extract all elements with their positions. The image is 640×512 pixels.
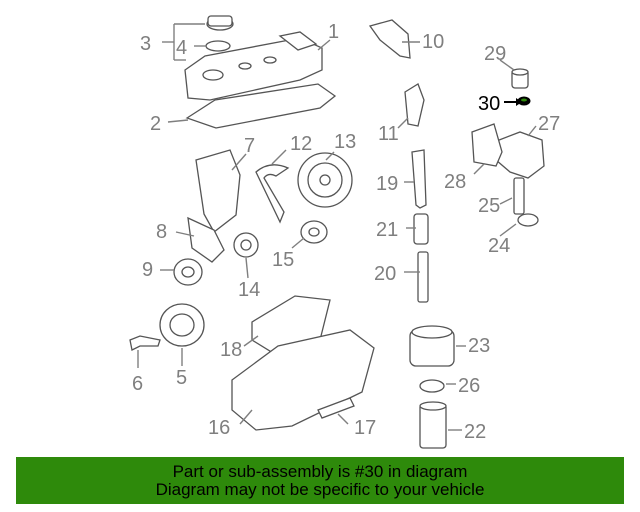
callout-17[interactable]: 17 <box>354 417 376 439</box>
callout-20[interactable]: 20 <box>374 263 396 285</box>
callout-9[interactable]: 9 <box>142 259 153 281</box>
notice-banner: Part or sub-assembly is #30 in diagram D… <box>16 457 624 504</box>
callout-13[interactable]: 13 <box>334 131 356 153</box>
parts-diagram: 3 4 1 10 29 30 27 2 11 7 12 13 19 28 25 … <box>129 15 560 449</box>
part-cover-gasket[interactable] <box>185 83 337 129</box>
callout-6[interactable]: 6 <box>132 373 143 395</box>
part-filter-housing[interactable] <box>409 325 455 367</box>
callout-labels: 3 4 1 10 29 30 27 2 11 7 12 13 19 28 25 … <box>132 21 560 443</box>
part-dipstick[interactable] <box>411 149 427 209</box>
callout-19[interactable]: 19 <box>376 173 398 195</box>
part-dipstick-tube[interactable] <box>417 251 429 303</box>
part-dipstick-tube-upper[interactable] <box>413 213 429 245</box>
part-cap-seal[interactable] <box>205 40 231 52</box>
part-oil-pan[interactable] <box>231 329 375 431</box>
callout-22[interactable]: 22 <box>464 421 486 443</box>
callout-29[interactable]: 29 <box>484 43 506 65</box>
part-filter-cap-seal[interactable] <box>419 379 445 393</box>
leader-lines <box>137 23 537 431</box>
part-flange[interactable] <box>173 258 203 286</box>
banner-line-1: Part or sub-assembly is #30 in diagram <box>172 461 468 481</box>
callout-28[interactable]: 28 <box>444 171 466 193</box>
part-timing-belt[interactable] <box>255 164 290 224</box>
part-timing-cover-lower[interactable] <box>195 149 241 233</box>
part-bolt[interactable] <box>129 335 161 351</box>
part-camshaft-sprocket[interactable] <box>297 152 353 208</box>
part-sealant-tube[interactable] <box>317 397 355 419</box>
callout-2[interactable]: 2 <box>150 113 161 135</box>
part-rear-cover[interactable] <box>187 216 225 263</box>
part-oil-cooler[interactable] <box>471 123 503 167</box>
part-o-ring[interactable] <box>517 213 539 227</box>
callout-24[interactable]: 24 <box>488 235 510 257</box>
callout-25[interactable]: 25 <box>478 195 500 217</box>
callout-16[interactable]: 16 <box>208 417 230 439</box>
part-cap-29[interactable] <box>511 68 529 89</box>
callout-11[interactable]: 11 <box>378 123 399 145</box>
part-crank-sprocket[interactable] <box>233 232 259 258</box>
callout-30[interactable]: 30 <box>478 93 500 115</box>
callout-21[interactable]: 21 <box>376 219 398 241</box>
callout-27[interactable]: 27 <box>538 113 560 135</box>
callout-12[interactable]: 12 <box>290 133 312 155</box>
part-oil-cap[interactable] <box>206 15 234 31</box>
callout-5[interactable]: 5 <box>176 367 187 389</box>
callout-26[interactable]: 26 <box>458 375 480 397</box>
callout-4[interactable]: 4 <box>176 37 187 59</box>
callout-15[interactable]: 15 <box>272 249 294 271</box>
callout-10[interactable]: 10 <box>422 31 444 53</box>
callout-30-arrow <box>516 98 522 106</box>
callout-7[interactable]: 7 <box>244 135 255 157</box>
callout-18[interactable]: 18 <box>220 339 242 361</box>
callout-3[interactable]: 3 <box>140 33 151 55</box>
callout-8[interactable]: 8 <box>156 221 167 243</box>
part-oil-filter[interactable] <box>419 401 447 449</box>
callout-23[interactable]: 23 <box>468 335 490 357</box>
part-timing-cover-upper[interactable] <box>368 19 411 59</box>
banner-line-2: Diagram may not be specific to your vehi… <box>155 479 485 499</box>
part-30-seal-highlight <box>521 98 527 102</box>
part-pipe[interactable] <box>513 177 525 215</box>
part-crank-pulley[interactable] <box>159 303 205 347</box>
part-timing-cover-rear[interactable] <box>404 83 425 127</box>
part-tensioner-pulley[interactable] <box>300 220 328 244</box>
part-thermostat-housing[interactable] <box>493 131 545 179</box>
part-valve-cover[interactable] <box>184 31 323 101</box>
callout-14[interactable]: 14 <box>238 279 260 301</box>
callout-1[interactable]: 1 <box>328 21 339 43</box>
